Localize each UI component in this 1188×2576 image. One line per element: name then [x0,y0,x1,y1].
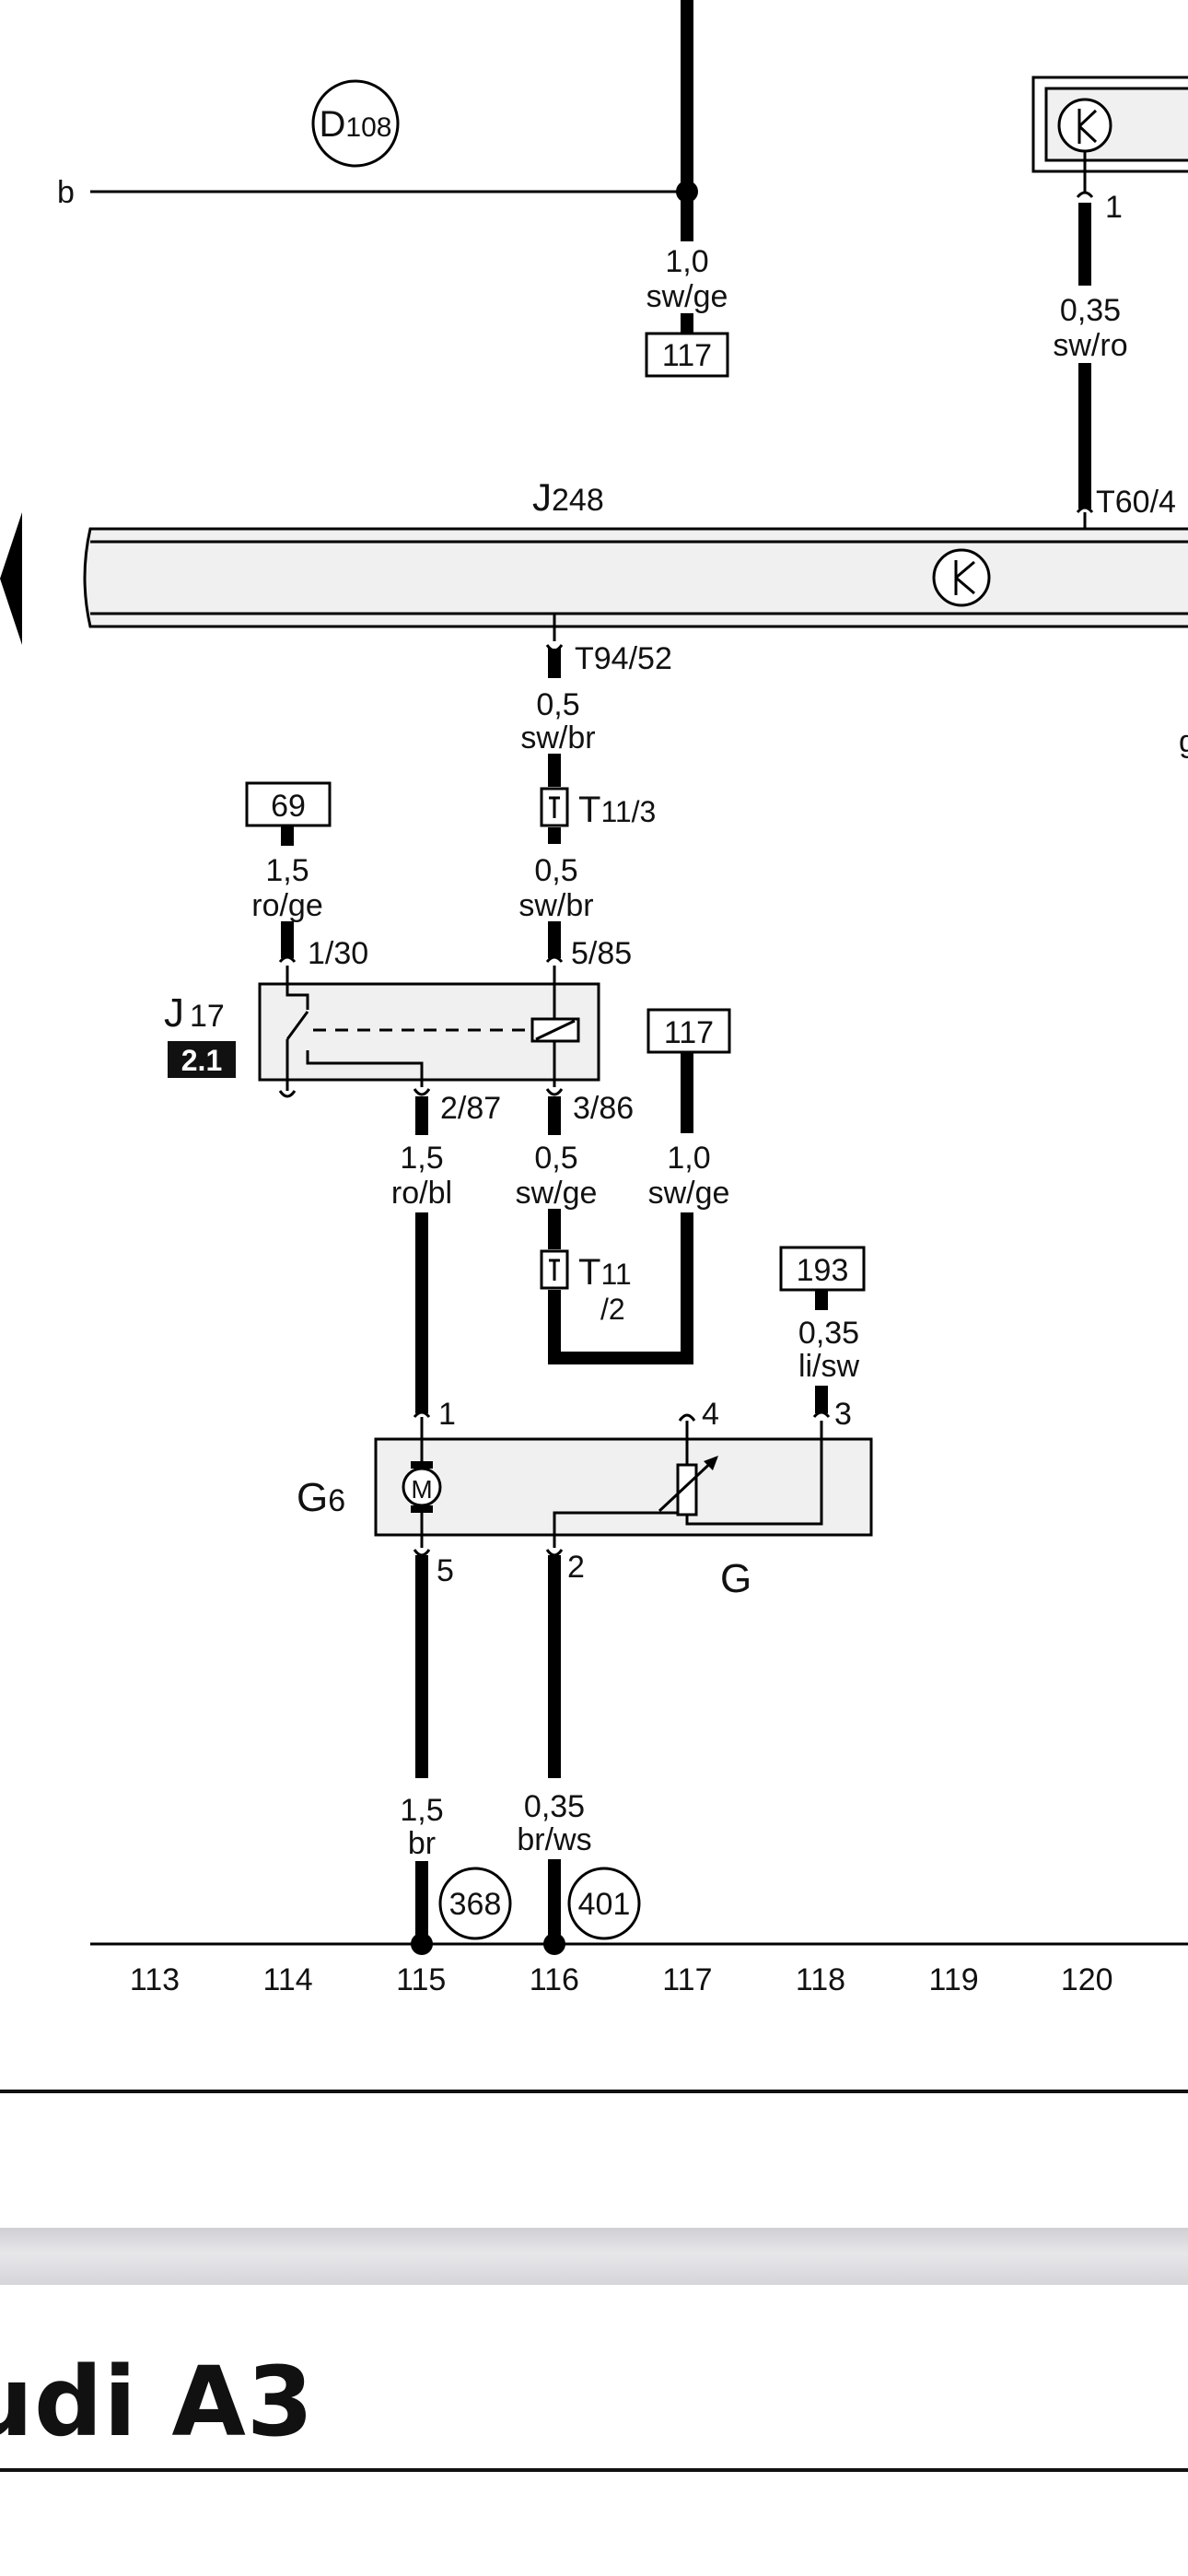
wire-label-gauge: 0,5 [534,1141,577,1176]
wire-label-gauge: 0,35 [524,1789,585,1824]
connector-t60-4: T60/4 [1096,485,1176,520]
current-track-number: 119 [928,1962,978,1997]
wire-label-color: sw/ro [1053,328,1127,363]
motor-symbol: M [411,1475,432,1504]
current-track-numbers: 113 114 115 116 117 118 119 120 [130,1962,1113,1997]
wire-label-color: br/ws [517,1822,591,1857]
control-unit-label: J248 [532,475,604,519]
wire-label-gauge: 0,35 [798,1316,859,1351]
ground-ref-368: 368 [438,1867,512,1940]
pump-pin-1: 1 [438,1397,456,1432]
wire-label-gauge: 1,0 [667,1141,710,1176]
current-track-number: 120 [1061,1962,1113,1997]
wire-label-color: sw/ge [516,1176,598,1211]
sender-pin-1: 1 [1105,190,1123,225]
ref-box-69: 69 [245,781,332,827]
svg-text:T11/3: T11/3 [578,790,656,830]
relay-badge [168,1041,236,1078]
connector-t11-2-suffix: /2 [600,1293,625,1326]
connector-t94-52: T94/52 [575,641,672,676]
pump-pin-3: 3 [834,1397,852,1432]
pump-pin-2: 2 [567,1550,585,1585]
wire-label-gauge: 1,5 [265,853,309,888]
relay-j17 [258,966,600,1098]
wire-label-gauge: 0,5 [536,687,579,722]
wire-label-color: sw/ge [648,1176,730,1211]
svg-text:69: 69 [271,789,306,824]
transistor-symbol [932,548,991,607]
wire-label-gauge: 0,35 [1060,293,1121,328]
ref-box-193: 193 [779,1246,866,1292]
wire-label-color: ro/bl [391,1176,452,1211]
relay-pin-5-85: 5/85 [571,936,632,971]
svg-text:368: 368 [449,1887,502,1922]
pump-pin-4: 4 [702,1397,719,1432]
svg-text:117: 117 [662,338,712,373]
svg-text:401: 401 [578,1887,631,1922]
connector-t11-3 [540,787,569,827]
partial-label-right: g [1179,724,1188,759]
wire-label-gauge: 0,5 [534,853,577,888]
wire-label-color: sw/br [518,888,593,923]
current-track-number: 113 [130,1962,180,1997]
current-track-number: 116 [530,1962,579,1997]
pump-g6: M [374,1417,873,1548]
svg-text:T11: T11 [578,1252,632,1293]
wire-label-gauge: 1,5 [400,1141,443,1176]
ground-point-d108: D108 [311,79,400,168]
connector-t11-2 [540,1249,569,1290]
wire-label-color: li/sw [798,1349,860,1384]
footer-rule [0,2090,1188,2093]
sender-component-top-right [1031,76,1188,193]
ground-ref-401: 401 [567,1867,641,1940]
footer-rule [0,2468,1188,2472]
sender-label: G [720,1556,751,1601]
wire-loop [548,1212,693,1364]
current-track-number: 117 [662,1962,712,1997]
current-track-number: 115 [396,1962,446,1997]
wire-label-color: sw/ge [646,279,728,314]
pump-label: G6 [297,1475,345,1520]
svg-text:117: 117 [664,1015,714,1050]
relay-pin-3-86: 3/86 [573,1091,634,1126]
wire-label-gauge: 1,5 [400,1793,443,1828]
page-arrow-left [0,512,22,645]
wire-label-color: sw/br [520,720,595,755]
current-track-number: 114 [262,1962,312,1997]
footer-title: udi A3 [0,2346,315,2458]
wiring-diagram: D108 b 1,0 sw/ge 117 1 0,35 sw/ro T60/4 … [0,0,1188,1997]
ref-box-117-mid: 117 [646,1008,731,1054]
wire-label-color: br [408,1826,436,1861]
svg-text:193: 193 [797,1253,849,1288]
relay-badge-text: 2.1 [181,1044,222,1077]
pump-pin-5: 5 [437,1553,454,1588]
wire-b-label: b [57,175,75,210]
ref-box-117-top: 117 [645,332,729,378]
relay-pin-2-87: 2/87 [440,1091,501,1126]
current-track-number: 118 [796,1962,845,1997]
footer-band [0,2228,1188,2285]
control-unit-bar [83,527,1188,628]
relay-pin-1-30: 1/30 [308,936,368,971]
wire-label-color: ro/ge [251,888,323,923]
svg-text:D108: D108 [320,104,392,145]
wire-label-gauge: 1,0 [665,244,708,279]
